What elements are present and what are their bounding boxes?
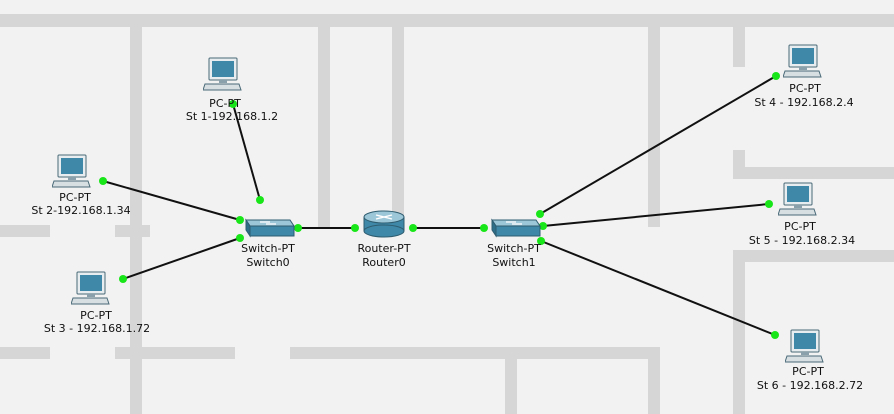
pc-icon xyxy=(203,57,242,91)
link-switch1-pc5[interactable] xyxy=(542,203,770,227)
router0-type-label: Router-PT xyxy=(357,242,411,255)
pc3-type-label: PC-PT xyxy=(80,309,112,322)
pc-icon xyxy=(785,329,824,363)
port-dot xyxy=(765,200,773,208)
pc2-name-label: St 2-192.168.1.34 xyxy=(31,204,131,217)
link-switch1-pc6[interactable] xyxy=(540,240,776,336)
link-pc3-switch0[interactable] xyxy=(122,237,241,280)
switch1-name-label: Switch1 xyxy=(492,256,536,269)
switch0-name-label: Switch0 xyxy=(246,256,290,269)
device-pc5[interactable] xyxy=(778,181,818,217)
pc2-type-label: PC-PT xyxy=(59,191,91,204)
port-indicators xyxy=(99,72,780,339)
pc1-type-label: PC-PT xyxy=(209,97,241,110)
switch-icon xyxy=(245,218,295,238)
device-pc3[interactable] xyxy=(71,270,111,306)
pc6-name-label: St 6 - 192.168.2.72 xyxy=(756,379,864,392)
device-switch0[interactable] xyxy=(240,214,296,240)
router-icon xyxy=(363,210,405,238)
link-switch1-pc4[interactable] xyxy=(539,75,777,215)
port-dot xyxy=(539,222,547,230)
pc3-name-label: St 3 - 192.168.1.72 xyxy=(43,322,151,335)
port-dot xyxy=(537,237,545,245)
link-pc1-switch0[interactable] xyxy=(232,103,261,201)
device-switch1[interactable] xyxy=(486,214,542,240)
device-pc1[interactable] xyxy=(203,56,243,92)
pc-icon xyxy=(783,44,822,78)
pc5-name-label: St 5 - 192.168.2.34 xyxy=(748,234,856,247)
pc6-type-label: PC-PT xyxy=(792,365,824,378)
switch0-type-label: Switch-PT xyxy=(241,242,295,255)
port-dot xyxy=(119,275,127,283)
port-dot xyxy=(294,224,302,232)
pc4-name-label: St 4 - 192.168.2.4 xyxy=(754,96,854,109)
port-dot xyxy=(480,224,488,232)
switch1-type-label: Switch-PT xyxy=(487,242,541,255)
switch-icon xyxy=(491,218,541,238)
device-pc4[interactable] xyxy=(783,43,823,79)
pc-icon xyxy=(52,154,91,188)
pc-icon xyxy=(778,182,817,216)
device-pc2[interactable] xyxy=(52,153,92,189)
port-dot xyxy=(409,224,417,232)
port-dot xyxy=(536,210,544,218)
link-pc2-switch0[interactable] xyxy=(102,180,241,221)
port-dot xyxy=(229,100,237,108)
pc-icon xyxy=(71,271,110,305)
pc5-type-label: PC-PT xyxy=(784,220,816,233)
port-dot xyxy=(772,72,780,80)
port-dot xyxy=(236,216,244,224)
pc4-type-label: PC-PT xyxy=(789,82,821,95)
pc1-name-label: St 1-192.168.1.2 xyxy=(185,110,279,123)
device-pc6[interactable] xyxy=(785,328,825,364)
port-dot xyxy=(351,224,359,232)
port-dot xyxy=(256,196,264,204)
router0-name-label: Router0 xyxy=(362,256,406,269)
port-dot xyxy=(99,177,107,185)
port-dot xyxy=(236,234,244,242)
port-dot xyxy=(771,331,779,339)
device-router0[interactable] xyxy=(362,209,406,239)
